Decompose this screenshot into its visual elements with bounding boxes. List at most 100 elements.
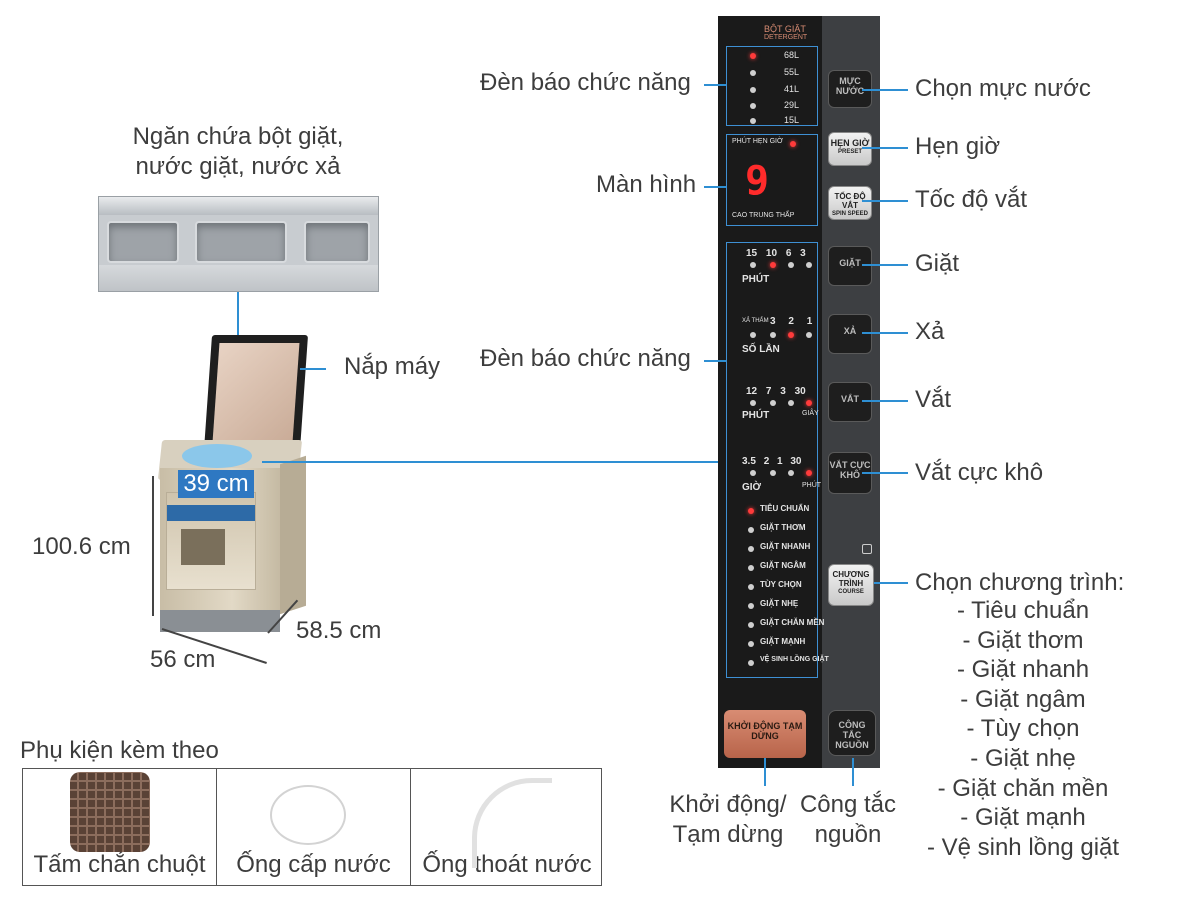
drain-hose-icon (472, 778, 552, 868)
program-item: - Giặt thơm (962, 626, 1084, 654)
lid-connector-line (300, 368, 326, 370)
callout-start: Khởi động/Tạm dừng (669, 791, 787, 848)
panel-program-4: TÙY CHỌN (760, 580, 802, 589)
inlet-hose-icon (270, 785, 346, 845)
program-item: - Giặt chăn mền (937, 774, 1109, 802)
panel-header-sub: DETERGENT (764, 34, 808, 41)
callout-line (862, 89, 908, 91)
level-15: 15L (784, 115, 800, 125)
start-pause-button[interactable]: KHỞI ĐỘNG TẠM DỪNG (724, 710, 806, 758)
water-level-indicators (726, 46, 818, 126)
child-lock-icon (862, 544, 872, 554)
program-item: - Vệ sinh lồng giặt (926, 833, 1120, 861)
callout-spin-speed: Tốc độ vắt (915, 186, 1028, 213)
mouse-guard-icon (70, 772, 150, 852)
rinse-unit: SỐ LẦN (742, 344, 780, 355)
dry-unit: GIỜ (742, 482, 762, 493)
display-bottom-label: CAO TRUNG THẤP (732, 212, 795, 219)
callout-line (704, 360, 726, 362)
panel-program-2: GIẶT NHANH (760, 542, 811, 551)
rinse-soak: XẢ THẤM (742, 318, 769, 324)
callout-wash: Giặt (915, 250, 960, 277)
wash-unit: PHÚT (742, 274, 770, 285)
drawer-label: Ngăn chứa bột giặt, nước giặt, nước xả (118, 122, 358, 182)
accessory-cell: Tấm chắn chuột (23, 769, 217, 885)
accessory-label: Tấm chắn chuột (33, 851, 206, 878)
lid-label: Nắp máy (344, 353, 441, 380)
machine-base (160, 610, 280, 632)
callout-line (704, 84, 726, 86)
callout-preset: Hẹn giờ (915, 133, 1001, 160)
panel-program-8: VỆ SINH LỒNG GIẶT (760, 656, 829, 663)
rinse-times: 3 2 1 (770, 316, 813, 327)
detergent-drawer-image (98, 196, 379, 292)
callout-line (862, 147, 908, 149)
callout-line (862, 264, 908, 266)
spin-button[interactable]: VẮT (828, 382, 872, 422)
panel-program-7: GIẶT MẠNH (760, 637, 806, 646)
spin-times: 12 7 3 30 (746, 386, 806, 397)
width-label: 56 cm (150, 646, 216, 673)
spin-unit2: GIÂY (802, 410, 819, 417)
callout-rinse: Xả (915, 318, 945, 345)
panel-program-1: GIẶT THƠM (760, 523, 806, 532)
drawer-label-line2: nước giặt, nước xả (135, 153, 341, 180)
callout-line (704, 186, 726, 188)
wash-button[interactable]: GIẶT (828, 246, 872, 286)
power-button[interactable]: CÔNG TẮC NGUỒN (828, 710, 876, 756)
callout-spin: Vắt (915, 386, 952, 413)
display-digit: 9 (745, 158, 770, 204)
wash-times: 15 10 6 3 (746, 248, 806, 259)
callout-indicator-top: Đèn báo chức năng (480, 69, 691, 96)
drawer-label-line1: Ngăn chứa bột giặt, (132, 123, 344, 150)
callout-line (764, 758, 766, 786)
panel-program-6: GIẶT CHĂN MỀN (760, 618, 825, 627)
program-item: - Giặt nhẹ (970, 744, 1076, 772)
level-68: 68L (784, 50, 800, 60)
callout-program-title: Chọn chương trình: (915, 569, 1125, 596)
machine-sticker (166, 492, 256, 590)
panel-program-0: TIÊU CHUẨN (760, 504, 810, 513)
panel-connector-line (262, 461, 718, 463)
panel-program-3: GIẶT NGÂM (760, 561, 806, 570)
program-item: - Giặt mạnh (960, 804, 1086, 832)
side-label: 58.5 cm (296, 617, 382, 644)
display-box (726, 134, 818, 226)
spin-unit: PHÚT (742, 410, 770, 421)
program-item: - Giặt nhanh (956, 656, 1090, 684)
callout-line (862, 332, 908, 334)
program-list: - Tiêu chuẩn - Giặt thơm - Giặt nhanh - … (910, 596, 1136, 862)
accessories-title: Phụ kiện kèm theo (20, 737, 219, 764)
callout-display: Màn hình (596, 171, 697, 198)
panel-program-5: GIẶT NHẸ (760, 599, 799, 608)
callout-line (862, 400, 908, 402)
panel-header: BỘT GIẶT (764, 24, 806, 34)
accessory-label: Ống cấp nước (236, 851, 391, 878)
dry-times: 3.5 2 1 30 (742, 456, 802, 467)
accessory-cell: Ống cấp nước (217, 769, 411, 885)
callout-line (852, 758, 854, 786)
callout-indicator-mid: Đèn báo chức năng (480, 345, 691, 372)
level-29: 29L (784, 100, 800, 110)
program-item: - Tiêu chuẩn (956, 597, 1090, 624)
callout-line (862, 200, 908, 202)
function-indicators (726, 242, 818, 678)
level-41: 41L (784, 84, 800, 94)
program-item: - Tùy chọn (966, 715, 1080, 743)
callout-line (874, 582, 908, 584)
height-arrow (152, 476, 154, 616)
rinse-button[interactable]: XẢ (828, 314, 872, 354)
machine-lid (203, 335, 309, 450)
depth-measure: 39 cm (178, 470, 254, 498)
dry-unit2: PHÚT (802, 482, 822, 489)
machine-side (280, 455, 306, 615)
callout-dry: Vắt cực khô (915, 459, 1044, 486)
height-label: 100.6 cm (32, 533, 131, 560)
program-item: - Giặt ngâm (960, 685, 1086, 713)
callout-water-level: Chọn mực nước (915, 75, 1091, 102)
callout-line (862, 472, 908, 474)
